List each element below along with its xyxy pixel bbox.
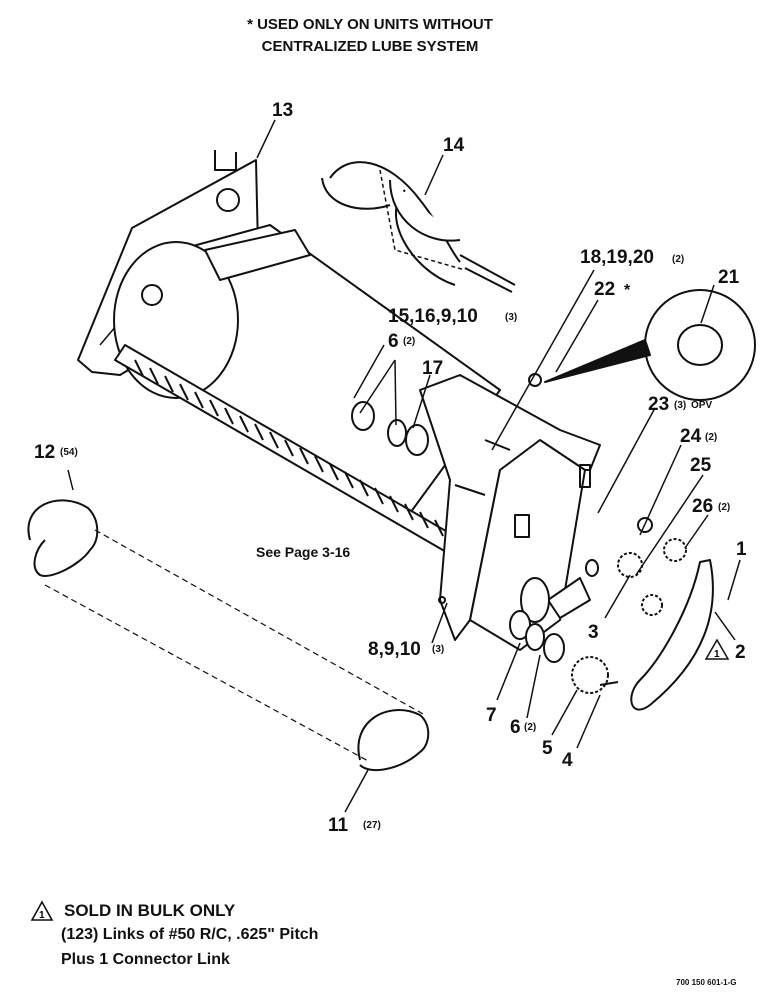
callout-2: 2: [735, 642, 746, 663]
callout-6-upper: 6: [388, 331, 399, 352]
legend-line1: (123) Links of #50 R/C, .625" Pitch: [61, 926, 319, 943]
drawing-number: 700 150 601-1-G: [676, 978, 737, 987]
leader-lines: [67, 119, 741, 813]
callout-24-qty: (2): [705, 432, 717, 443]
callout-25: 25: [690, 455, 712, 476]
callout-18-19-20: 18,19,20: [580, 247, 654, 268]
legend: 1 SOLD IN BULK ONLY (123) Links of #50 R…: [30, 900, 318, 972]
header-note-line1: * USED ONLY ON UNITS WITHOUT: [247, 16, 493, 33]
callout-14: 14: [443, 135, 465, 156]
callout-3: 3: [588, 622, 599, 643]
right-side-panel: [419, 373, 601, 651]
callout-6-lower: 6: [510, 717, 521, 738]
callout-24: 24: [680, 426, 702, 447]
header-note-line2: CENTRALIZED LUBE SYSTEM: [261, 38, 479, 55]
callout-15-16-9-10: 15,16,9,10: [388, 306, 478, 327]
callout-12: 12: [34, 442, 55, 463]
header-note: * USED ONLY ON UNITS WITHOUT CENTRALIZED…: [200, 14, 540, 58]
bearing-group-lower: [509, 610, 565, 663]
delta-1-icon: 1: [30, 900, 54, 921]
drive-chain: [630, 559, 714, 711]
legend-delta-label: 1: [39, 910, 45, 921]
callout-6-upper-qty: (2): [403, 336, 415, 347]
delta-1-label: 1: [714, 649, 720, 660]
callout-26-qty: (2): [718, 502, 730, 513]
callout-13: 13: [272, 100, 293, 121]
callout-11: 11: [328, 815, 349, 836]
delta-1-icon: 1: [704, 638, 730, 660]
callout-18-qty: (2): [672, 254, 684, 265]
callout-26: 26: [692, 496, 713, 517]
callout-5: 5: [542, 738, 553, 759]
sprockets: [571, 517, 687, 694]
callout-6-lower-qty: (2): [524, 722, 536, 733]
callout-23: 23: [648, 394, 669, 415]
callout-4: 4: [562, 750, 573, 771]
belt-loop-lower: [357, 709, 430, 772]
callout-1: 1: [736, 539, 747, 560]
callout-11-qty: (27): [363, 820, 381, 831]
callout-7: 7: [486, 705, 497, 726]
callout-21: 21: [718, 267, 740, 288]
callout-15-qty: (3): [505, 312, 517, 323]
callout-12-qty: (54): [60, 447, 78, 458]
auger: [321, 161, 516, 293]
callout-22: 22: [594, 279, 615, 300]
callout-23-qty: (3): [674, 400, 686, 411]
bearing-group-upper: [351, 401, 429, 456]
callout-8-qty: (3): [432, 644, 444, 655]
magnified-detail: [544, 289, 756, 401]
callout-8-9-10: 8,9,10: [368, 639, 421, 660]
see-page-reference: See Page 3-16: [256, 544, 350, 560]
legend-title: SOLD IN BULK ONLY: [64, 901, 236, 920]
bolts: [438, 439, 511, 604]
callout-17: 17: [422, 358, 443, 379]
callout-22-star: *: [624, 282, 631, 299]
belt-outline: [44, 529, 426, 763]
callout-23-opv: OPV: [691, 400, 712, 411]
belt-loop-upper: [27, 499, 99, 577]
legend-line2: Plus 1 Connector Link: [61, 951, 230, 968]
